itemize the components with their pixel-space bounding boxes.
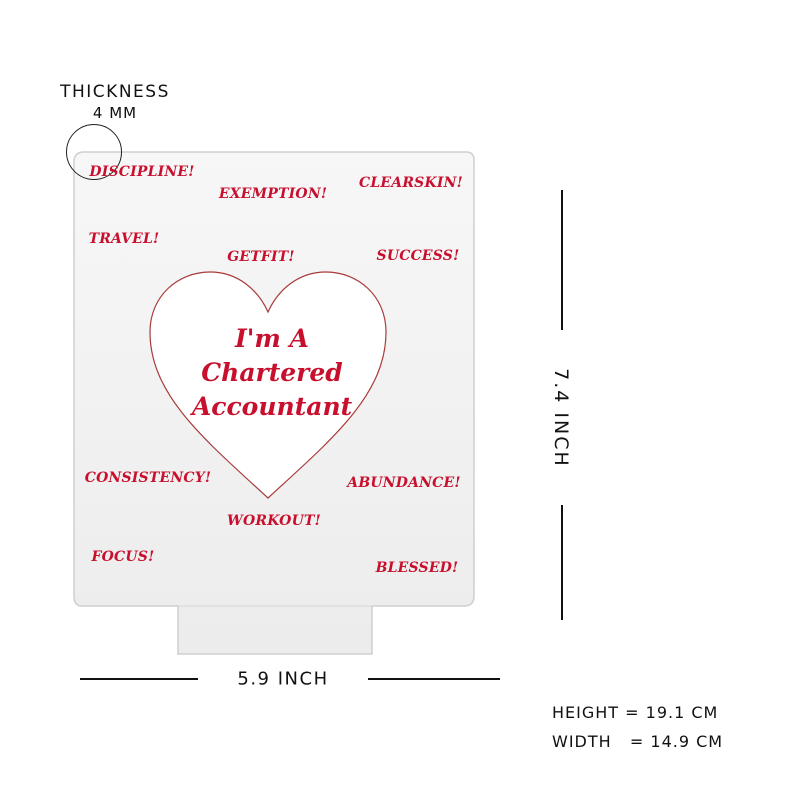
width-dimension-line-right <box>368 678 500 680</box>
spec-width: WIDTH = 14.9 CM <box>552 732 724 751</box>
height-dimension-label: 7.4 INCH <box>550 368 572 468</box>
thickness-label: THICKNESS <box>60 82 170 102</box>
word-success: SUCCESS! <box>376 248 460 264</box>
word-abundance: ABUNDANCE! <box>347 475 461 491</box>
word-clearskin: CLEARSKIN! <box>359 175 463 191</box>
thickness-value: 4 MM <box>92 104 138 122</box>
word-travel: TRAVEL! <box>88 231 160 247</box>
plaque-title-line-1: I'm A <box>235 324 309 353</box>
height-dimension-line-top <box>561 190 563 330</box>
spec-height: HEIGHT = 19.1 CM <box>552 703 719 722</box>
heart-outline <box>149 271 387 499</box>
plaque-title-line-2: Chartered <box>201 358 343 387</box>
word-focus: FOCUS! <box>91 549 155 565</box>
plaque-title: I'm A Chartered Accountant <box>192 322 352 424</box>
word-discipline: DISCIPLINE! <box>89 164 195 180</box>
plaque-title-line-3: Accountant <box>191 392 353 421</box>
height-dimension-line-bottom <box>561 505 563 620</box>
word-consistency: CONSISTENCY! <box>84 470 212 486</box>
word-blessed: BLESSED! <box>375 560 459 576</box>
width-dimension-label: 5.9 INCH <box>237 668 329 690</box>
word-getfit: GETFIT! <box>227 249 295 265</box>
width-dimension-line-left <box>80 678 198 680</box>
thickness-circle-marker <box>66 124 122 180</box>
word-workout: WORKOUT! <box>227 513 321 529</box>
word-exemption: EXEMPTION! <box>218 186 328 202</box>
